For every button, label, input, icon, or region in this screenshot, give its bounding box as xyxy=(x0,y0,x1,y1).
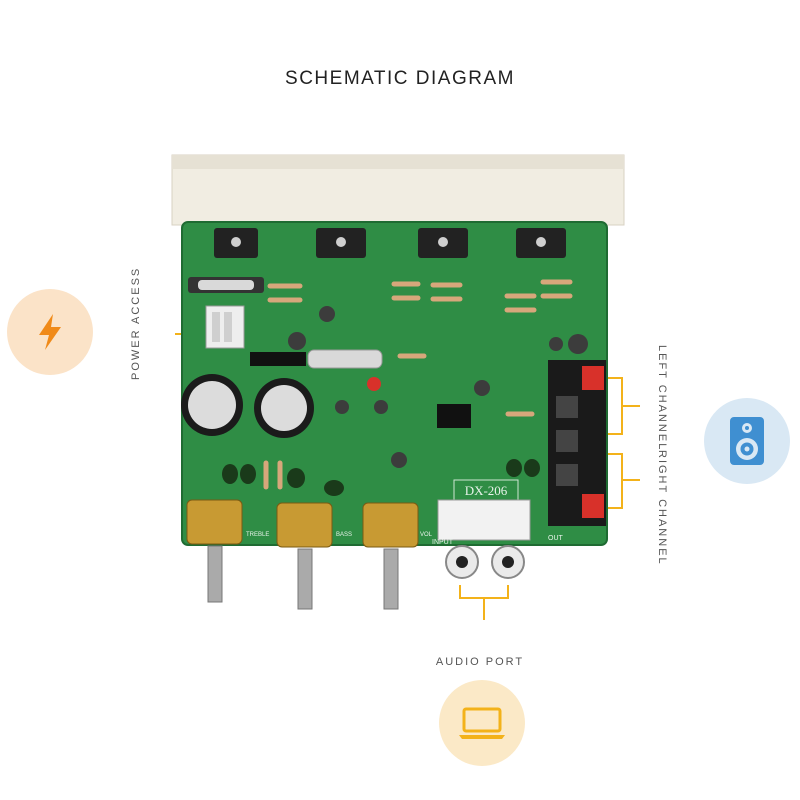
right-channel-label: RIGHT CHANNEL xyxy=(656,450,668,566)
speaker-icon xyxy=(730,417,764,465)
board-input-label: INPUT xyxy=(432,539,454,546)
bridge-rectifier xyxy=(250,352,306,366)
page-title: SCHEMATIC DIAGRAM xyxy=(285,68,515,89)
speaker-badge xyxy=(704,398,790,484)
laptop-icon xyxy=(459,707,505,739)
board-out-label: OUT xyxy=(548,535,564,542)
left-channel-label: LEFT CHANNEL xyxy=(656,345,668,452)
led-indicator xyxy=(367,377,381,391)
knob-label-treble: TREBLE xyxy=(246,532,269,538)
fuse xyxy=(307,349,383,369)
laptop-badge xyxy=(439,680,525,766)
rca-input-block xyxy=(437,499,531,541)
knob-label-vol: VOL xyxy=(420,532,433,538)
ic-chip xyxy=(437,404,471,428)
knob-label-bass: BASS xyxy=(336,532,352,538)
pcb xyxy=(181,221,608,546)
potentiometers xyxy=(186,499,419,610)
board-model-label: DX-206 xyxy=(465,483,508,498)
power-badge xyxy=(7,289,93,375)
power-access-label: POWER ACCESS xyxy=(130,266,142,380)
heatsink-top xyxy=(172,155,624,169)
audio-port-label: AUDIO PORT xyxy=(435,656,525,668)
lightning-icon xyxy=(39,314,61,350)
audio-port-bracket xyxy=(459,585,509,599)
